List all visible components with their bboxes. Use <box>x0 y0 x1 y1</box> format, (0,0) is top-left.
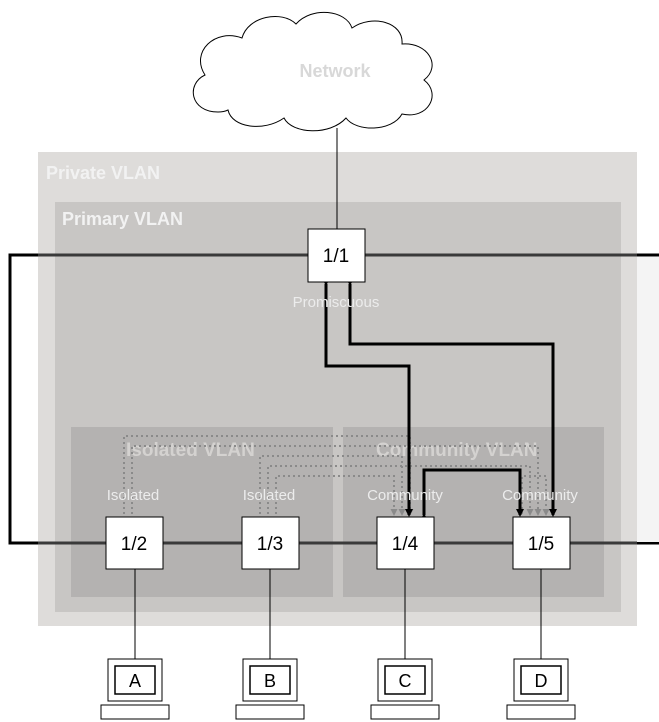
port-1-5-label: 1/5 <box>528 534 554 555</box>
port-1-4: 1/4 <box>376 516 435 570</box>
port-1-5: 1/5 <box>512 516 571 570</box>
isolated-vlan-label: Isolated VLAN <box>126 440 255 461</box>
port-1-2: 1/2 <box>105 516 164 570</box>
network-label: Network <box>299 61 371 81</box>
port-1-1-label: 1/1 <box>323 246 349 267</box>
primary-vlan-label: Primary VLAN <box>62 209 183 229</box>
network-cloud <box>192 11 433 132</box>
path-1-4-to-1-5 <box>420 468 524 521</box>
device-d-label: D <box>535 671 548 691</box>
private-vlan-label: Private VLAN <box>46 163 160 183</box>
device-c-label: C <box>399 671 412 691</box>
community-vlan-label: Community VLAN <box>376 440 538 461</box>
port-1-1: 1/1 <box>307 228 366 283</box>
device-b: B <box>235 658 305 720</box>
device-c: C <box>370 658 440 720</box>
solid-paths <box>322 278 557 521</box>
device-d: D <box>506 658 576 720</box>
switch-side-right <box>637 257 659 542</box>
port-1-3-role: Isolated <box>243 487 296 504</box>
device-a-label: A <box>129 671 141 691</box>
port-1-2-label: 1/2 <box>121 534 147 555</box>
port-1-3: 1/3 <box>241 516 300 570</box>
port-1-4-role: Community <box>367 487 443 504</box>
device-a: A <box>100 658 170 720</box>
port-1-2-role: Isolated <box>107 487 160 504</box>
port-1-3-label: 1/3 <box>257 534 283 555</box>
path-1-1-to-1-5 <box>346 278 557 517</box>
port-1-4-label: 1/4 <box>392 534 419 555</box>
port-1-5-role: Community <box>502 487 578 504</box>
port-1-1-role: Promiscuous <box>293 294 380 311</box>
device-drop-lines <box>134 569 542 659</box>
device-b-label: B <box>264 671 276 691</box>
